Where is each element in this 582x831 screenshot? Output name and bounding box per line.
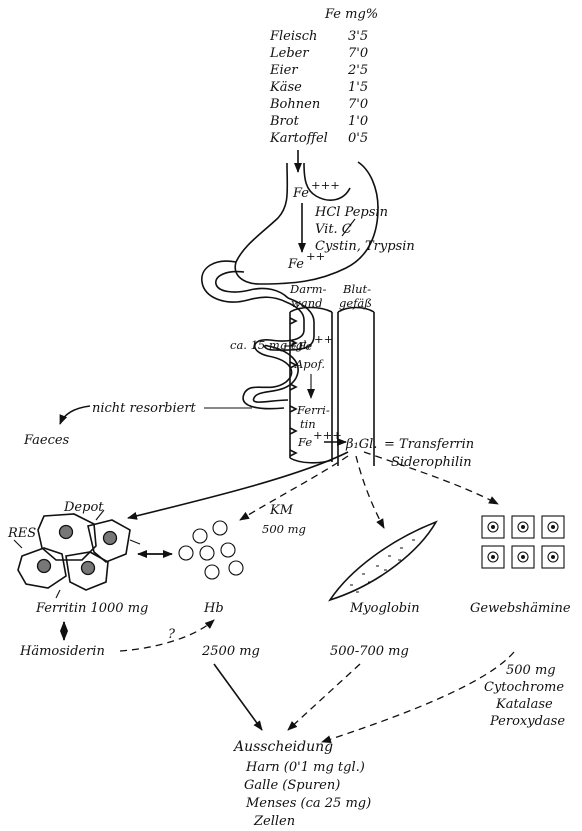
- tissue-amount: 500 mg: [506, 663, 556, 678]
- wall-fe3-charge: +++: [313, 428, 342, 442]
- res-cells: [14, 510, 140, 598]
- tissue-excretion-arrow: [322, 652, 514, 742]
- haemosiderin-to-hb-arrow: [120, 620, 214, 651]
- siderophilin-label: Siderophilin: [391, 455, 472, 470]
- excretion-item: Zellen: [253, 814, 295, 829]
- excretion-item: Menses (ca 25 mg): [245, 796, 371, 811]
- km-amount: 500 mg: [262, 522, 306, 536]
- stomach-agents-3: Cystin, Trypsin: [315, 239, 415, 254]
- tissue-peroxydase: Peroxydase: [489, 714, 565, 729]
- hemoglobin-cells: [179, 521, 243, 579]
- excretion-item: Harn (0'1 mg tgl.): [245, 760, 365, 775]
- food-value: 0'5: [348, 131, 368, 146]
- depot-label: Depot: [63, 500, 104, 515]
- tissue-katalase: Katalase: [495, 697, 553, 712]
- hb-excretion-arrow: [214, 664, 262, 730]
- question-mark: ?: [168, 627, 176, 642]
- fe3-charge: +++: [311, 178, 340, 192]
- food-name: Kartoffel: [269, 131, 328, 146]
- food-table-header: Fe mg%: [324, 7, 378, 22]
- fe3-label: Fe: [292, 186, 309, 201]
- wall-fe2: Fe: [297, 339, 312, 353]
- tissue-cells: [482, 516, 564, 568]
- food-name: Brot: [269, 114, 300, 129]
- fe2-label: Fe: [287, 257, 304, 272]
- haemosiderin-label: Hämosiderin: [19, 644, 105, 659]
- transferrin-label: = Transferrin: [384, 437, 474, 452]
- fe2-charge: ++: [306, 249, 325, 263]
- cell-nucleus: [38, 560, 51, 573]
- muscle-fiber: [330, 522, 436, 600]
- km-label: KM: [269, 503, 294, 518]
- tissue-cytochrome: Cytochrome: [484, 680, 564, 695]
- hb-amount: 2500 mg: [201, 644, 260, 659]
- vessel-label-1: Blut-: [342, 282, 371, 296]
- food-name: Fleisch: [269, 29, 317, 44]
- stomach-agents-1: HCl Pepsin: [314, 205, 388, 220]
- wall-fe2-charge: ++: [314, 332, 333, 346]
- res-label: RES: [7, 526, 36, 541]
- wall-ferritin-1: Ferri-: [296, 403, 330, 417]
- food-name: Leber: [269, 46, 309, 61]
- arrow-to-hb: [240, 456, 348, 520]
- ferritin-label: Ferritin 1000 mg: [35, 601, 148, 616]
- wall-fe3: Fe: [297, 435, 312, 449]
- cell-nucleus: [104, 532, 117, 545]
- food-name: Bohnen: [269, 97, 320, 112]
- food-value: 1'0: [348, 114, 368, 129]
- cell-nucleus: [82, 562, 95, 575]
- arrow-to-depot: [128, 452, 348, 518]
- faeces-arrow: [60, 406, 90, 424]
- food-name: Käse: [269, 80, 302, 95]
- cell-nucleus: [60, 526, 73, 539]
- food-value: 2'5: [347, 63, 368, 78]
- intestine-loop-outer: [243, 302, 304, 409]
- food-value: 3'5: [348, 29, 368, 44]
- excretion-item: Galle (Spuren): [244, 778, 340, 793]
- arrow-to-myoglobin: [356, 456, 384, 528]
- food-name: Eier: [269, 63, 298, 78]
- wall-apof: Apof.: [294, 357, 325, 371]
- food-iron-table: Fe mg% Fleisch 3'5 Leber 7'0 Eier 2'5 Kä…: [269, 7, 378, 146]
- wall-label-1: Darm-: [289, 282, 326, 296]
- myoglobin-amount: 500-700 mg: [330, 644, 409, 659]
- globulin-label: β₁Gl.: [345, 437, 377, 452]
- not-absorbed-label: nicht resorbiert: [92, 401, 197, 416]
- myoglobin-label: Myoglobin: [349, 601, 420, 616]
- food-value: 1'5: [348, 80, 368, 95]
- food-value: 7'0: [348, 46, 368, 61]
- myoglobin-excretion-arrow: [288, 664, 360, 730]
- hb-label: Hb: [203, 601, 224, 616]
- food-value: 7'0: [348, 97, 368, 112]
- gewebshaemine-label: Gewebshämine: [470, 601, 571, 616]
- excretion-title: Ausscheidung: [232, 739, 333, 755]
- faeces-label: Faeces: [23, 433, 70, 448]
